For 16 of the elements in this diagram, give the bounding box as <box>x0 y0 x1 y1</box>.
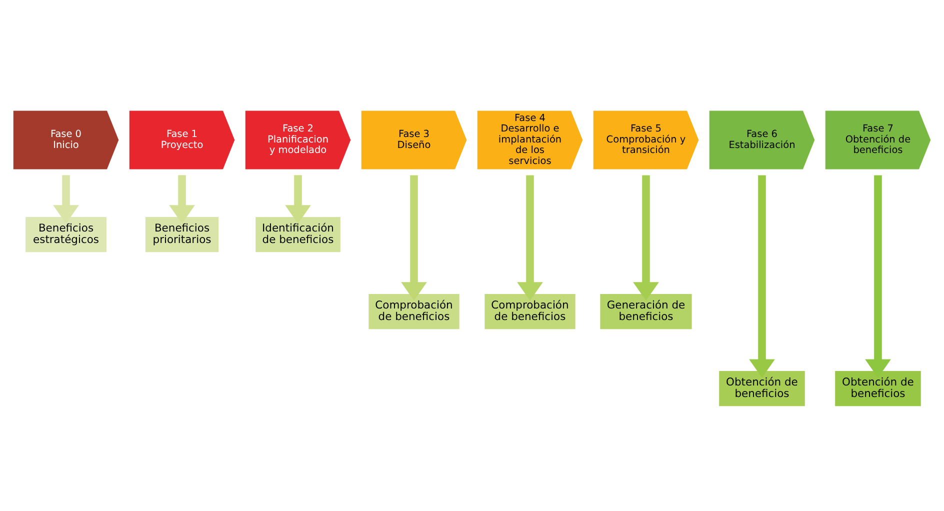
arrow <box>633 175 659 301</box>
node-box: Generación de beneficios <box>600 294 692 330</box>
node-box: Beneficios prioritarios <box>145 217 219 252</box>
arrow <box>285 175 311 224</box>
node-box: Obtención de beneficios <box>835 371 921 406</box>
arrow <box>517 175 543 301</box>
node-box: Obtención de beneficios <box>719 371 805 406</box>
node-box: Comprobación de beneficios <box>484 294 576 330</box>
arrow <box>749 175 775 378</box>
node-box: Identificación de beneficios <box>256 217 340 252</box>
arrow <box>53 175 79 224</box>
node-box: Beneficios estratégicos <box>26 217 106 252</box>
arrow <box>169 175 195 224</box>
arrow <box>865 175 891 378</box>
arrow <box>401 175 427 301</box>
node-box: Comprobación de beneficios <box>368 294 460 330</box>
